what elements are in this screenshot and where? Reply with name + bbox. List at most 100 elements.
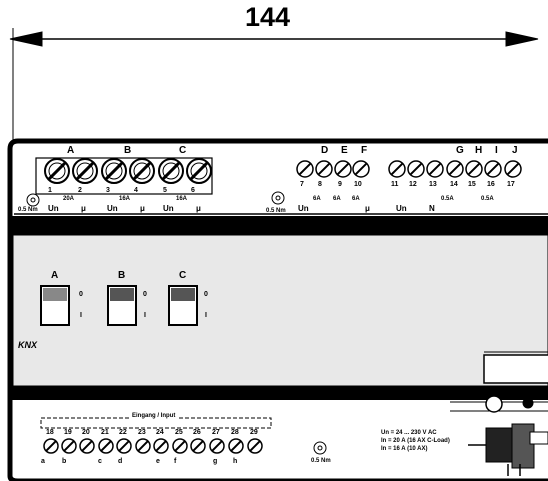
label-mu-def: μ: [365, 204, 370, 213]
terminal-letter-a: A: [67, 145, 75, 156]
label-mu-b: μ: [140, 204, 145, 213]
terminal-letter-b: B: [124, 145, 132, 156]
label-un-ghij: Un: [396, 204, 407, 213]
switch-a: [40, 285, 70, 326]
screw-terminal-21: [98, 438, 114, 454]
screw-terminal-11: [388, 160, 406, 178]
screw-terminal-5: [158, 158, 184, 184]
label-un-def: Un: [298, 204, 309, 213]
label-mu-c: μ: [196, 204, 201, 213]
terminal-num-8: 8: [318, 181, 322, 188]
screw-terminal-24: [153, 438, 169, 454]
terminal-letter-d: D: [321, 145, 329, 156]
terminal-num-17: 17: [507, 181, 515, 188]
terminal-num-20: 20: [82, 429, 90, 436]
switch-b: [107, 285, 137, 326]
terminal-num-10: 10: [354, 181, 362, 188]
input-letter-b: b: [62, 458, 67, 465]
screw-terminal-10: [352, 160, 370, 178]
switch-c: [168, 285, 198, 326]
terminal-num-23: 23: [138, 429, 146, 436]
terminal-num-21: 21: [101, 429, 109, 436]
screw-terminal-28: [228, 438, 244, 454]
front-panel: [12, 234, 548, 387]
terminal-num-26: 26: [193, 429, 201, 436]
screw-terminal-14: [446, 160, 464, 178]
switch-a-one: I: [80, 312, 82, 319]
width-dimension-label: 144: [245, 2, 291, 32]
torque-label-2: 0.5 Nm: [266, 208, 286, 214]
terminal-num-3: 3: [106, 187, 110, 194]
terminal-num-19: 19: [64, 429, 72, 436]
torque-symbol-1: [26, 193, 40, 207]
input-letter-f: f: [174, 458, 177, 465]
rating-16a-b: 16A: [119, 196, 131, 202]
dimension-line: [9, 28, 539, 140]
terminal-letter-e: E: [341, 145, 348, 156]
input-letter-d: d: [118, 458, 123, 465]
terminal-num-27: 27: [212, 429, 220, 436]
terminal-num-12: 12: [409, 181, 417, 188]
screw-terminal-26: [190, 438, 206, 454]
input-letter-g: g: [213, 458, 218, 465]
screw-terminal-3: [101, 158, 127, 184]
screw-terminal-12: [407, 160, 425, 178]
terminal-num-1: 1: [48, 187, 52, 194]
lower-black-bar: [10, 386, 548, 400]
switch-b-zero: 0: [143, 291, 147, 298]
switch-c-zero: 0: [204, 291, 208, 298]
spec-line-2: In = 20 A (16 AX C-Load): [381, 438, 450, 444]
screw-terminal-7: [296, 160, 314, 178]
screw-terminal-29: [247, 438, 263, 454]
rating-6a-f: 6A: [352, 196, 360, 202]
terminal-num-5: 5: [163, 187, 167, 194]
input-group-label: Eingang / Input: [130, 413, 178, 419]
terminal-num-24: 24: [156, 429, 164, 436]
screw-terminal-1: [44, 158, 70, 184]
terminal-num-25: 25: [175, 429, 183, 436]
rating-20a: 20A: [63, 196, 75, 202]
terminal-num-9: 9: [338, 181, 342, 188]
terminal-num-13: 13: [429, 181, 437, 188]
input-letter-a: a: [41, 458, 45, 465]
input-letter-e: e: [156, 458, 160, 465]
terminal-num-18: 18: [46, 429, 54, 436]
screw-terminal-13: [426, 160, 444, 178]
torque-symbol-3: [313, 441, 327, 455]
terminal-letter-c: C: [179, 145, 187, 156]
screw-terminal-6: [186, 158, 212, 184]
terminal-num-16: 16: [487, 181, 495, 188]
label-n: N: [429, 204, 435, 213]
terminal-letter-g: G: [456, 145, 464, 156]
screw-terminal-8: [315, 160, 333, 178]
label-un-b: Un: [107, 204, 118, 213]
knx-logo: KNX: [18, 340, 38, 350]
terminal-num-6: 6: [191, 187, 195, 194]
terminal-num-22: 22: [119, 429, 127, 436]
terminal-letter-i: I: [495, 145, 498, 156]
terminal-num-29: 29: [250, 429, 258, 436]
screw-terminal-4: [129, 158, 155, 184]
label-un-c: Un: [163, 204, 174, 213]
torque-label-3: 0.5 Nm: [311, 458, 331, 464]
spec-line-3: In = 16 A (10 AX): [381, 446, 428, 452]
screw-terminal-2: [72, 158, 98, 184]
switch-b-one: I: [144, 312, 146, 319]
rating-6a-e: 6A: [333, 196, 341, 202]
terminal-block-abc: [35, 157, 213, 195]
rating-6a-d: 6A: [313, 196, 321, 202]
switch-letter-c: C: [179, 270, 187, 281]
label-window: [483, 354, 548, 384]
terminal-letter-f: F: [361, 145, 368, 156]
terminal-letter-j: J: [512, 145, 518, 156]
screw-terminal-23: [135, 438, 151, 454]
spec-line-1: Un = 24 ... 230 V AC: [381, 430, 437, 436]
screw-terminal-19: [61, 438, 77, 454]
screw-terminal-22: [116, 438, 132, 454]
screw-terminal-17: [504, 160, 522, 178]
screw-terminal-9: [334, 160, 352, 178]
input-letter-c: c: [98, 458, 102, 465]
terminal-num-4: 4: [134, 187, 138, 194]
switch-letter-b: B: [118, 270, 126, 281]
